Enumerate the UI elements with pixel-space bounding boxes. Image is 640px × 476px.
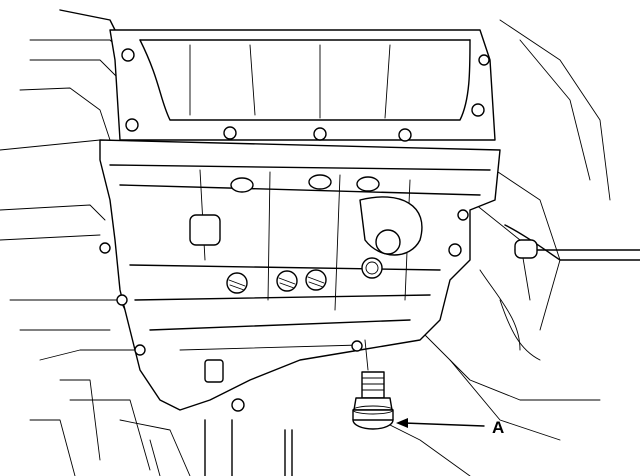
oil-pan xyxy=(109,29,496,141)
housing-ports xyxy=(99,174,469,412)
housing-flange xyxy=(99,139,501,411)
drain-plug xyxy=(352,371,394,430)
callout-a-label: A xyxy=(492,418,504,437)
callout-a-arrowhead xyxy=(396,418,408,428)
callout-a: A xyxy=(396,418,504,437)
background-structure-right xyxy=(379,19,640,476)
lower-shafts xyxy=(204,339,369,476)
slotted-screws xyxy=(226,269,327,294)
oil-pan-bolts xyxy=(121,48,490,142)
background-structure-left xyxy=(0,9,191,476)
callout-a-leader-line xyxy=(403,422,485,427)
